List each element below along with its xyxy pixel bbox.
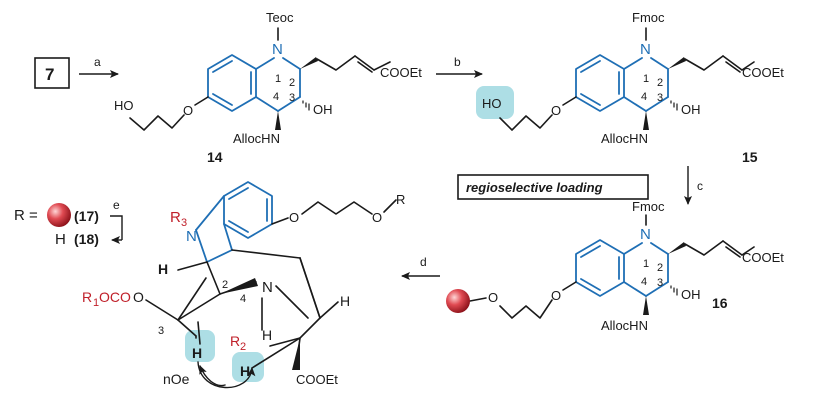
product-ring-4: 4 xyxy=(240,293,246,305)
product-r2-sub: 2 xyxy=(240,341,246,353)
step-c-label: c xyxy=(697,179,703,193)
product-o-aryl: O xyxy=(289,210,299,225)
product-o-ester: O xyxy=(133,289,144,305)
product-ring-2: 2 xyxy=(222,279,228,291)
c16-oh: OH xyxy=(681,287,701,302)
c14-ho: HO xyxy=(114,98,134,113)
c16-ring-3: 3 xyxy=(657,277,663,289)
c14-id: 14 xyxy=(207,149,223,165)
c14-ring-4: 4 xyxy=(273,91,279,103)
c15-ho: HO xyxy=(482,96,502,111)
product-h3-highlight xyxy=(185,330,215,362)
c16-n-atom: N xyxy=(640,226,651,243)
c16-ring-1: 1 xyxy=(643,258,649,270)
compound-14: N Teoc 1 2 3 4 COOEt OH AllocHN O HO 14 xyxy=(114,10,422,165)
product-h2: H xyxy=(158,261,168,277)
arrow-step-c: c xyxy=(684,166,703,205)
c16-resin-bead xyxy=(446,289,470,313)
product-h-alpha-highlight xyxy=(232,352,264,382)
product-n-indoline: N xyxy=(186,228,197,245)
c14-ring-1: 1 xyxy=(275,73,281,85)
step-e-label: e xyxy=(113,198,120,212)
product-noe: nOe xyxy=(163,371,190,387)
c14-o: O xyxy=(183,103,193,118)
c15-ring-2: 2 xyxy=(657,77,663,89)
c14-n-protect: Teoc xyxy=(266,10,294,25)
c15-ho-highlight xyxy=(476,86,514,119)
r-equals-label: R = xyxy=(14,207,38,224)
c15-n-protect: Fmoc xyxy=(632,10,665,25)
step-b-label: b xyxy=(454,55,461,69)
c15-ring-1: 1 xyxy=(643,73,649,85)
product-n-cage: N xyxy=(262,279,273,296)
product-r1oco-r: R xyxy=(82,289,92,305)
step-d-label: d xyxy=(420,255,427,269)
product-ester: COOEt xyxy=(296,372,338,387)
regioselective-box: regioselective loading xyxy=(457,174,649,200)
c15-ring-4: 4 xyxy=(641,91,647,103)
c14-ring-3: 3 xyxy=(289,92,295,104)
product-o-r: O xyxy=(372,210,382,225)
product-or-r: R xyxy=(396,192,405,207)
product-h-alpha: H xyxy=(240,363,250,379)
start-compound-box: 7 xyxy=(34,57,70,89)
c16-o2: O xyxy=(551,288,561,303)
product-h-right: H xyxy=(340,293,350,309)
c16-o1: O xyxy=(488,290,498,305)
product-r2: R xyxy=(230,333,240,349)
product-r1oco-sub: 1 xyxy=(93,297,99,309)
c14-ring-2: 2 xyxy=(289,77,295,89)
product-r3: R xyxy=(170,209,181,226)
c15-ester: COOEt xyxy=(742,65,784,80)
product-h3: H xyxy=(192,345,202,361)
c14-ester: COOEt xyxy=(380,65,422,80)
arrow-step-a: a xyxy=(79,55,119,78)
r-definition: R = (17) H (18) e xyxy=(14,198,123,248)
c14-nh: AllocHN xyxy=(233,131,280,146)
c15-ring-3: 3 xyxy=(657,92,663,104)
step-a-label: a xyxy=(94,55,101,69)
r-h: H xyxy=(55,231,66,248)
product-r3-sub: 3 xyxy=(181,217,187,229)
regioselective-label: regioselective loading xyxy=(466,180,603,195)
arrow-step-d: d xyxy=(401,255,440,280)
c16-ring-2: 2 xyxy=(657,262,663,274)
start-compound-label: 7 xyxy=(45,65,54,84)
c16-nh: AllocHN xyxy=(601,318,648,333)
product-r1oco-post: OCO xyxy=(99,289,131,305)
product-h-mid: H xyxy=(262,327,272,343)
product-ring-3: 3 xyxy=(158,325,164,337)
product-structure: N R 3 O O R H 2 R 1 OCO O 3 4 N H xyxy=(82,181,405,389)
c14-oh: OH xyxy=(313,102,333,117)
r-18: (18) xyxy=(74,231,99,247)
c15-oh: OH xyxy=(681,102,701,117)
c15-id: 15 xyxy=(742,149,758,165)
c15-n-atom: N xyxy=(640,41,651,58)
r-17: (17) xyxy=(74,208,99,224)
c16-ester: COOEt xyxy=(742,250,784,265)
compound-15: N Fmoc 1 2 3 4 COOEt OH AllocHN O HO 15 xyxy=(476,10,784,165)
c14-n-atom: N xyxy=(272,41,283,58)
arrow-step-b: b xyxy=(436,55,483,78)
c15-nh: AllocHN xyxy=(601,131,648,146)
c16-ring-4: 4 xyxy=(641,276,647,288)
c16-n-protect: Fmoc xyxy=(632,199,665,214)
compound-16: N Fmoc 1 2 3 4 COOEt OH AllocHN O O 16 xyxy=(446,199,784,333)
c16-id: 16 xyxy=(712,295,728,311)
c15-o: O xyxy=(551,103,561,118)
r-bead-icon xyxy=(47,203,71,227)
